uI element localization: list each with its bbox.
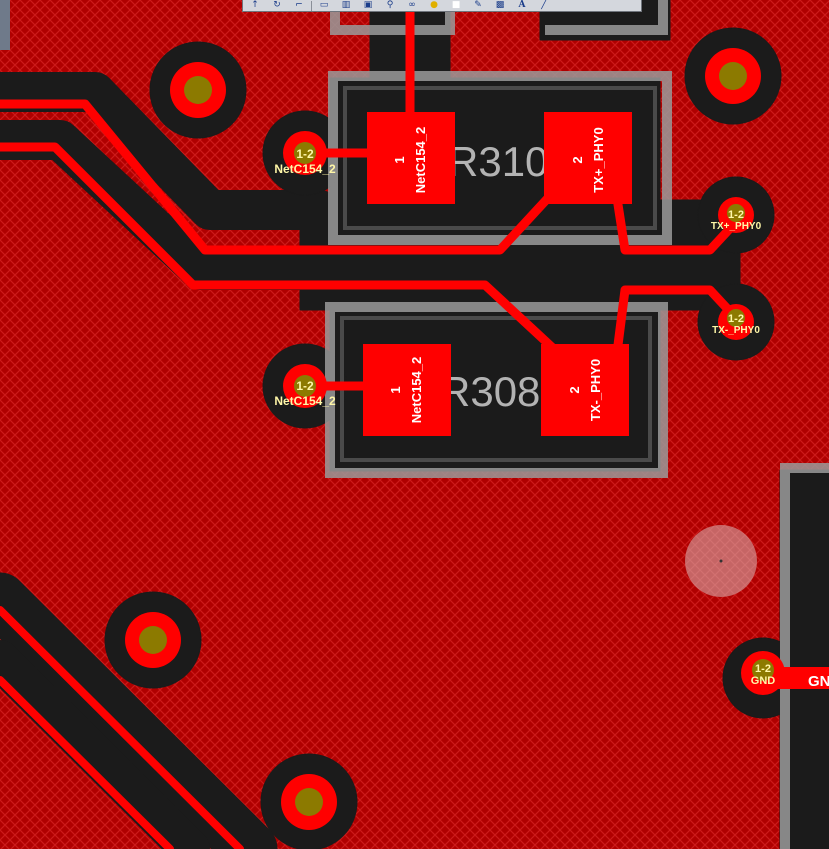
via-net-5: GND — [751, 675, 776, 687]
pad-number-r308-2: 2 — [567, 386, 582, 393]
via-labels: 1-2 NetC154_2 1-2 TX+_PHY0 1-2 TX-_PHY0 … — [274, 147, 829, 690]
via-net-2: TX+_PHY0 — [711, 221, 762, 232]
mounting-vias — [125, 48, 761, 830]
pad-number-r310-1: 1 — [392, 156, 407, 163]
via-net-4: NetC154_2 — [274, 394, 336, 408]
pad-r310-1 — [367, 112, 455, 204]
track-tx-plus-out — [610, 180, 741, 255]
arc-icon[interactable]: ╱ — [541, 0, 547, 10]
designator-r310: R310 — [448, 138, 548, 185]
via-layers-4: 1-2 — [296, 379, 314, 393]
via-net-1: NetC154_2 — [274, 162, 336, 176]
pad-number-r308-1: 1 — [388, 386, 403, 393]
text-icon[interactable]: A — [518, 0, 526, 10]
component-icon[interactable]: ▥ — [341, 0, 351, 10]
edge-net-label: GN — [808, 673, 829, 690]
pad-labels: 1 NetC154_2 2 TX+_PHY0 1 NetC154_2 2 TX-… — [388, 127, 606, 424]
active-bar-toolbar: ↑ ↻ ⌐ ▭ ▥ ▣ ⚲ ∞ ● ■ ✎ ▩ A ╱ — [242, 0, 642, 12]
pad-r308-1 — [363, 344, 451, 436]
pad-net-r308-2: TX-_PHY0 — [588, 359, 603, 421]
via-layers-5: 1-2 — [755, 663, 771, 675]
interactive-route-icon[interactable]: ⚲ — [386, 0, 394, 10]
signal-vias — [283, 131, 785, 695]
chip-icon[interactable]: ▣ — [363, 0, 373, 10]
track-tx-minus — [0, 142, 560, 355]
fill-icon[interactable]: ■ — [451, 0, 461, 10]
pad-net-r310-2: TX+_PHY0 — [591, 127, 606, 192]
designator-r308: R308 — [440, 368, 540, 415]
via-layers-3: 1-2 — [728, 313, 744, 325]
edit-icon[interactable]: ✎ — [474, 0, 482, 10]
line-icon[interactable]: ⌐ — [295, 0, 303, 10]
pad-r308-2 — [541, 344, 629, 436]
track-diagonal-1 — [0, 606, 244, 849]
track-tx-minus-out — [613, 285, 741, 350]
pad-r310-2 — [544, 112, 632, 204]
route-icon[interactable]: ↻ — [273, 0, 281, 10]
pin-icon[interactable]: ↑ — [251, 0, 259, 10]
track-diagonal-2 — [0, 676, 174, 849]
smd-pads — [363, 112, 632, 436]
select-rect-icon[interactable]: ▭ — [319, 0, 329, 10]
via-layers-2: 1-2 — [728, 209, 744, 221]
keepout-icon[interactable]: ▩ — [495, 0, 505, 10]
pad-net-r310-1: NetC154_2 — [413, 127, 428, 194]
track-tx-plus — [0, 99, 565, 255]
pad-number-r310-2: 2 — [570, 156, 585, 163]
bulb-icon[interactable]: ● — [430, 0, 438, 10]
diff-pair-icon[interactable]: ∞ — [408, 0, 416, 10]
window-corner — [0, 0, 10, 50]
pad-net-r308-1: NetC154_2 — [409, 357, 424, 424]
via-net-3: TX-_PHY0 — [712, 325, 760, 336]
via-layers-1: 1-2 — [296, 147, 314, 161]
toolbar-separator — [311, 0, 312, 11]
